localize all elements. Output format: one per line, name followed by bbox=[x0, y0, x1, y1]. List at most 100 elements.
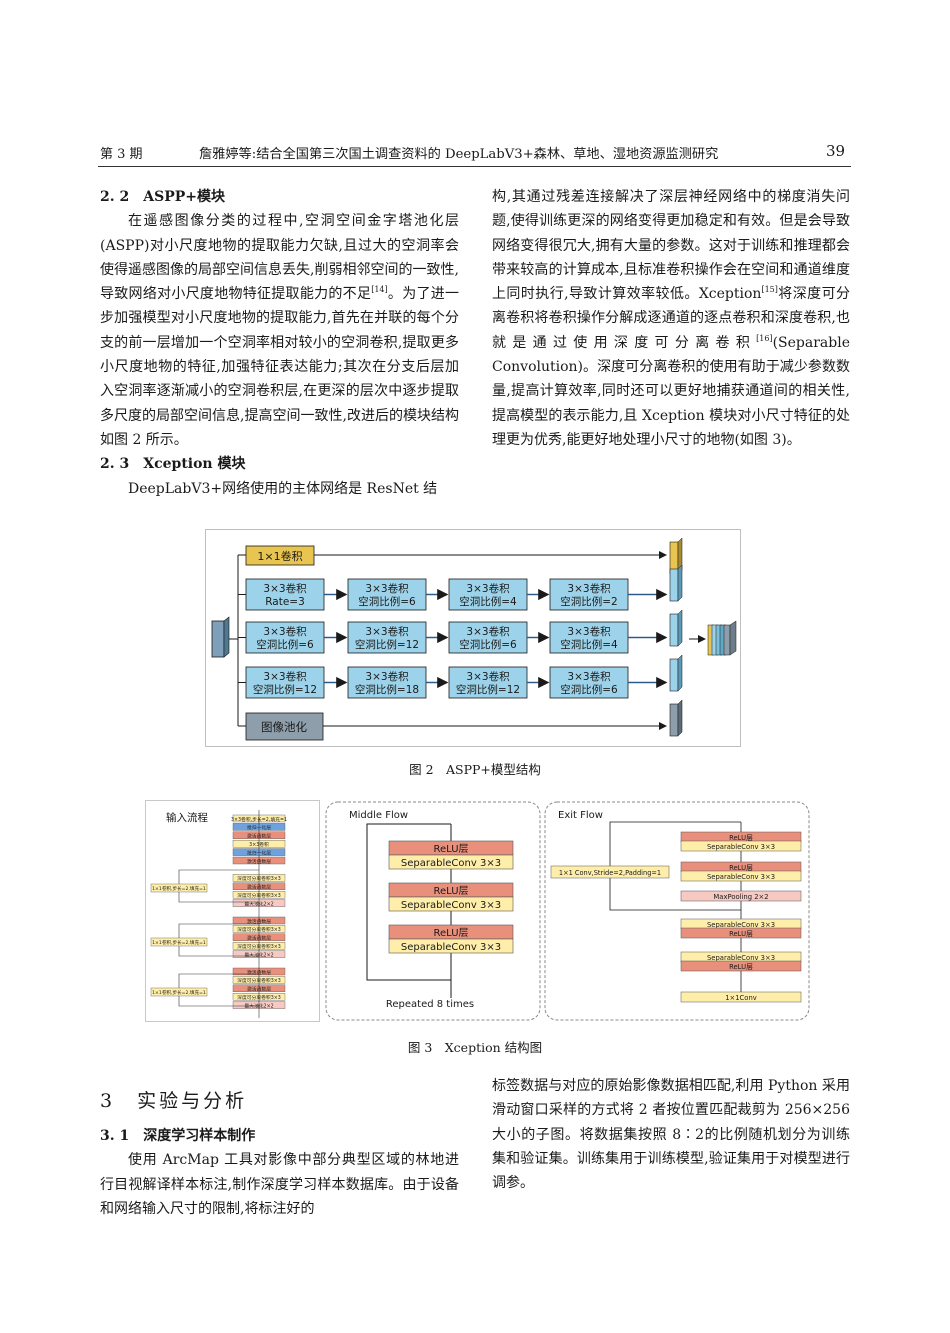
section-3-heading: 3 实验与分析 bbox=[100, 1090, 248, 1112]
section-2-3-heading: 2. 3 Xception 模块 bbox=[100, 456, 246, 473]
exit-layer bbox=[680, 991, 802, 1003]
exit-layer bbox=[680, 927, 802, 939]
atrous-conv-block bbox=[549, 666, 629, 699]
exit-flow-panel bbox=[544, 801, 810, 1021]
branch-output-map bbox=[669, 703, 679, 737]
middle-flow-title: Middle Flow bbox=[349, 810, 408, 821]
entry-skip-label: 1×1卷积,步长=2,填充=1 bbox=[152, 939, 206, 946]
exit-layer bbox=[680, 890, 802, 902]
exit-skip-conv bbox=[550, 865, 670, 879]
atrous-conv-block bbox=[448, 621, 528, 654]
exit-layer bbox=[680, 960, 802, 972]
middle-sepconv-label: SeparableConv 3×3 bbox=[401, 858, 501, 869]
issue-number: 第 3 期 bbox=[100, 147, 143, 162]
middle-sepconv-label: SeparableConv 3×3 bbox=[401, 900, 501, 911]
entry-skip-line bbox=[178, 946, 259, 957]
xception-paragraph: 构,其通过残差连接解决了深层神经网络中的梯度消失问题,使得训练更深的网络变得更加… bbox=[492, 185, 850, 452]
para-text: 。为了进一步加强模型对小尺度地物的提取能力,首先在并联的每个分支的前一层增加一个… bbox=[100, 286, 460, 448]
exit-layer-label: ReLU层 bbox=[729, 963, 753, 971]
middle-residual bbox=[366, 823, 451, 981]
header-rule bbox=[98, 166, 851, 167]
atrous-rate-label: 空洞比例=18 bbox=[355, 683, 419, 696]
section-3-1-heading: 3. 1 深度学习样本制作 bbox=[100, 1128, 256, 1144]
exit-layer-label: ReLU层 bbox=[729, 834, 753, 842]
exit-layer-label: SeparableConv 3×3 bbox=[707, 954, 775, 962]
running-title: 詹雅婷等:结合全国第三次国土调查资料的 DeepLabV3+森林、草地、湿地资源… bbox=[199, 147, 719, 162]
middle-sepconv-block bbox=[388, 854, 514, 870]
branch-output-map-side bbox=[677, 609, 683, 647]
entry-skip-line bbox=[178, 869, 259, 884]
citation-16: [16] bbox=[756, 333, 773, 343]
image-pooling-label: 图像池化 bbox=[261, 720, 307, 734]
atrous-conv-label: 3×3卷积 bbox=[466, 670, 510, 683]
page-number: 39 bbox=[826, 142, 846, 160]
entry-skip-line bbox=[178, 892, 259, 903]
atrous-conv-block bbox=[448, 578, 528, 611]
atrous-conv-label: 3×3卷积 bbox=[365, 625, 409, 638]
section-2-2-heading: 2. 2 ASPP+模块 bbox=[100, 189, 225, 205]
branch-output-map bbox=[669, 658, 679, 692]
section-3-left: 3. 1 深度学习样本制作 使用 ArcMap 工具对影像中部分典型区域的林地进… bbox=[100, 1124, 459, 1221]
branch-output-map bbox=[669, 613, 679, 647]
section-3-1-paragraph-cont: 标签数据与对应的原始影像数据相匹配,利用 Python 采用滑动窗口采样的方式将… bbox=[492, 1078, 850, 1192]
figure-3-caption: 图 3 Xception 结构图 bbox=[407, 1040, 543, 1055]
aspp-diagram: 1×1卷积3×3卷积Rate=33×3卷积空洞比例=63×3卷积空洞比例=43×… bbox=[205, 529, 741, 747]
entry-skip-line bbox=[178, 996, 259, 1007]
middle-repeat-label: Repeated 8 times bbox=[386, 999, 474, 1010]
atrous-conv-label: 3×3卷积 bbox=[466, 625, 510, 638]
atrous-conv-label: 3×3卷积 bbox=[263, 625, 307, 638]
atrous-rate-label: 空洞比例=6 bbox=[560, 683, 618, 696]
exit-layer-label: SeparableConv 3×3 bbox=[707, 873, 775, 881]
figure-2-caption: 图 2 ASPP+模型结构 bbox=[409, 762, 541, 777]
entry-skip-line bbox=[178, 923, 259, 938]
atrous-rate-label: 空洞比例=12 bbox=[355, 638, 419, 651]
concat-map bbox=[723, 624, 731, 656]
atrous-conv-block bbox=[245, 666, 325, 699]
atrous-rate-label: Rate=3 bbox=[265, 596, 305, 608]
section-3-1-paragraph: 使用 ArcMap 工具对影像中部分典型区域的林地进行目视解译样本标注,制作深度… bbox=[100, 1152, 459, 1217]
exit-layer-label: SeparableConv 3×3 bbox=[707, 921, 775, 929]
branch-output-map-side bbox=[677, 699, 683, 737]
atrous-conv-label: 3×3卷积 bbox=[567, 670, 611, 683]
exit-flow-title: Exit Flow bbox=[558, 810, 603, 821]
atrous-conv-label: 3×3卷积 bbox=[567, 582, 611, 595]
para-text: 构,其通过残差连接解决了深层神经网络中的梯度消失问题,使得训练更深的网络变得更加… bbox=[492, 189, 850, 303]
branch-output-map bbox=[669, 568, 679, 602]
exit-layer-label: 1×1Conv bbox=[725, 994, 757, 1002]
atrous-rate-label: 空洞比例=6 bbox=[459, 638, 517, 651]
entry-skip-line bbox=[178, 973, 259, 988]
para-text: 在遥感图像分类的过程中,空洞空间金字塔池化层(ASPP)对小尺度地物的提取能力欠… bbox=[100, 213, 459, 303]
citation-14: [14] bbox=[371, 285, 388, 295]
atrous-rate-label: 空洞比例=4 bbox=[560, 638, 618, 651]
exit-skip-label: 1×1 Conv,Stride=2,Padding=1 bbox=[559, 869, 661, 877]
para-text: 将深度可分离卷积将卷积操作分解成逐通道的逐点卷积和深度卷积,也就是通过使用深度可… bbox=[492, 286, 851, 351]
middle-sepconv-block bbox=[388, 938, 514, 954]
atrous-rate-label: 空洞比例=6 bbox=[358, 595, 416, 608]
entry-flow-panel bbox=[145, 800, 320, 1022]
exit-layer-label: ReLU层 bbox=[729, 930, 753, 938]
atrous-rate-label: 空洞比例=12 bbox=[253, 683, 317, 696]
atrous-conv-label: 3×3卷积 bbox=[365, 582, 409, 595]
atrous-rate-label: 空洞比例=2 bbox=[560, 595, 617, 608]
exit-layer bbox=[680, 840, 802, 852]
exit-layer-label: MaxPooling 2×2 bbox=[713, 893, 768, 901]
atrous-rate-label: 空洞比例=12 bbox=[456, 683, 520, 696]
atrous-conv-block bbox=[245, 621, 325, 654]
atrous-conv-label: 3×3卷积 bbox=[263, 670, 307, 683]
entry-skip-label: 1×1卷积,步长=2,填充=1 bbox=[152, 885, 206, 892]
atrous-conv-block bbox=[549, 621, 629, 654]
section-2-3-paragraph: DeepLabV3+网络使用的主体网络是 ResNet 结 bbox=[128, 480, 438, 497]
atrous-conv-label: 3×3卷积 bbox=[365, 670, 409, 683]
atrous-conv-block bbox=[448, 666, 528, 699]
entry-flow-title: 输入流程 bbox=[166, 811, 208, 824]
atrous-conv-block bbox=[347, 578, 427, 611]
middle-relu-label: ReLU层 bbox=[433, 885, 468, 897]
input-feature-map bbox=[211, 620, 225, 658]
middle-relu-label: ReLU层 bbox=[433, 843, 468, 855]
middle-relu-label: ReLU层 bbox=[433, 927, 468, 939]
right-column: 构,其通过残差连接解决了深层神经网络中的梯度消失问题,使得训练更深的网络变得更加… bbox=[492, 185, 850, 452]
concat-map-side bbox=[729, 620, 737, 656]
